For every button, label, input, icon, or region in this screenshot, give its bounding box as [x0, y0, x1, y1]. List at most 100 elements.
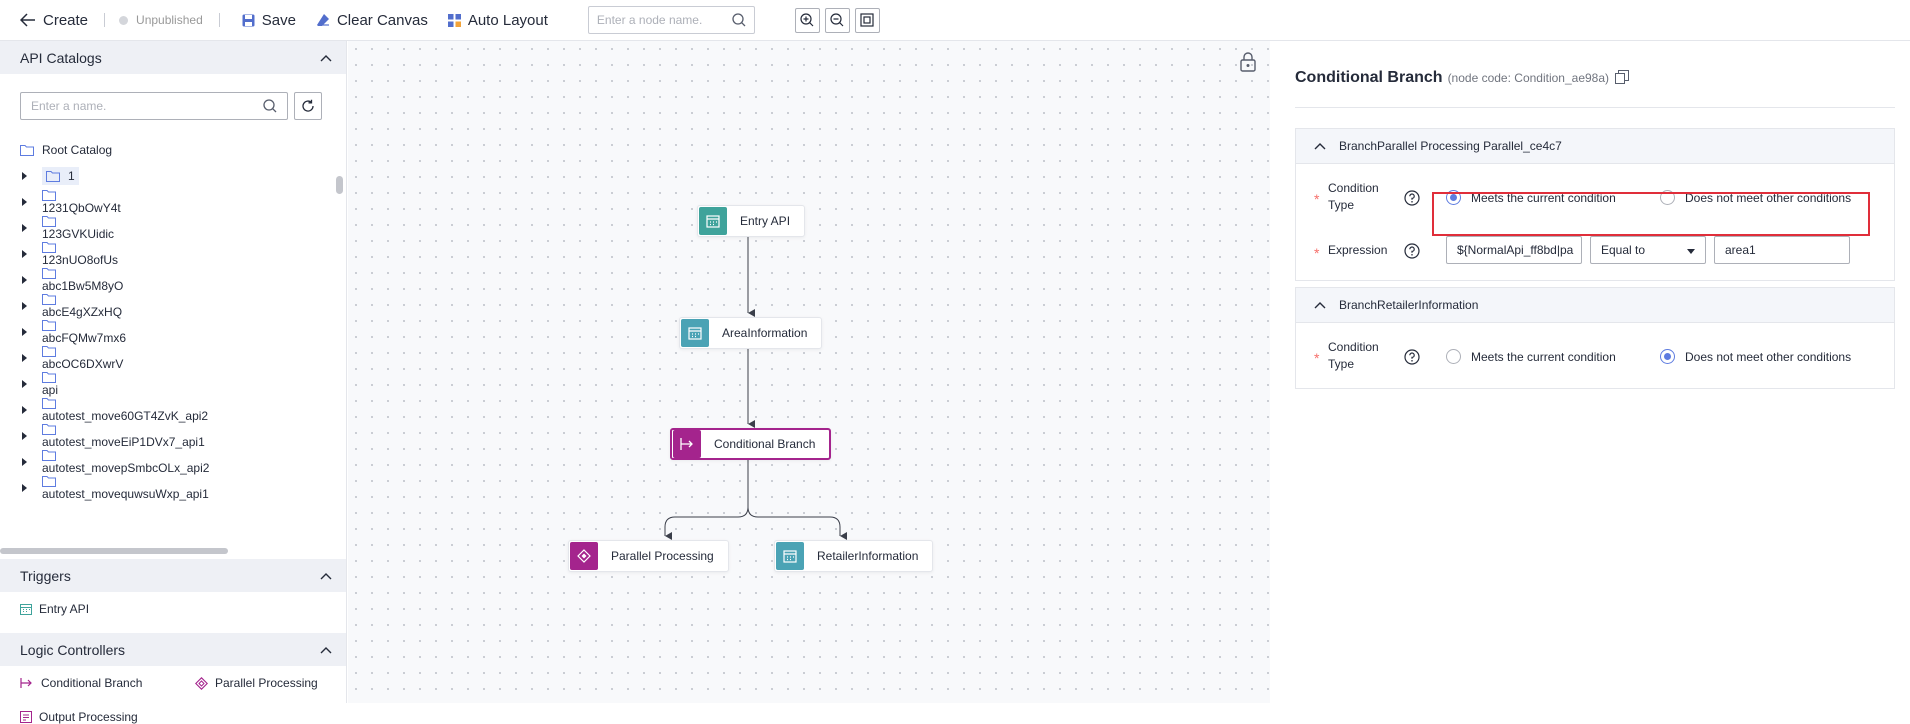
- operator-value: Equal to: [1601, 243, 1646, 257]
- node-retailer-information-label: RetailerInformation: [817, 549, 919, 563]
- caret-right-icon[interactable]: [22, 302, 27, 310]
- logic-controllers-header[interactable]: Logic Controllers: [0, 633, 346, 666]
- chevron-up-icon[interactable]: [320, 646, 332, 654]
- back-create-button[interactable]: Create: [20, 12, 88, 29]
- caret-right-icon[interactable]: [22, 328, 27, 336]
- compare-value: area1: [1725, 243, 1756, 257]
- expression-label: Expression: [1328, 243, 1388, 257]
- branch-parallel-header[interactable]: BranchParallel Processing Parallel_ce4c7: [1296, 129, 1894, 164]
- tree-vertical-scrollbar[interactable]: [336, 176, 343, 194]
- tree-item[interactable]: autotest_movequwsuWxp_api1: [22, 475, 209, 501]
- caret-right-icon[interactable]: [22, 458, 27, 466]
- search-icon[interactable]: [732, 13, 746, 27]
- tree-item[interactable]: abcE4gXZxHQ: [22, 293, 122, 319]
- radio-circle[interactable]: [1446, 349, 1461, 364]
- tree-item[interactable]: 123GVKUidic: [22, 215, 115, 241]
- node-area-information[interactable]: AreaInformation: [679, 317, 823, 349]
- connector-branch-to-retailer: [747, 460, 847, 540]
- compare-value-input[interactable]: area1: [1714, 236, 1850, 264]
- api-calendar-icon: [776, 542, 804, 570]
- toolbar-divider: [104, 13, 106, 27]
- help-icon[interactable]: [1404, 190, 1420, 206]
- caret-right-icon[interactable]: [22, 406, 27, 414]
- tree-item[interactable]: abc1Bw5M8yO: [22, 267, 123, 293]
- node-retailer-information[interactable]: RetailerInformation: [774, 540, 934, 572]
- tree-item[interactable]: autotest_move60GT4ZvK_api2: [22, 397, 209, 423]
- tree-item[interactable]: autotest_moveEiP1DVx7_api1: [22, 423, 205, 449]
- radio-not-meet-condition[interactable]: Does not meet other conditions: [1660, 349, 1851, 364]
- tree-root-label: Root Catalog: [42, 143, 113, 157]
- node-search-input[interactable]: Enter a node name.: [587, 6, 755, 34]
- branch-retailer-header[interactable]: BranchRetailerInformation: [1296, 288, 1894, 323]
- caret-right-icon[interactable]: [22, 432, 27, 440]
- zoom-out-button[interactable]: [824, 7, 850, 33]
- caret-right-icon[interactable]: [22, 380, 27, 388]
- caret-right-icon[interactable]: [22, 354, 27, 362]
- help-icon[interactable]: [1404, 349, 1420, 365]
- api-calendar-icon: [20, 604, 32, 615]
- folder-icon: [46, 170, 60, 182]
- tree-item-label: 1231QbOwY4t: [42, 200, 121, 215]
- tree-root[interactable]: Root Catalog: [20, 140, 112, 160]
- api-catalogs-header[interactable]: API Catalogs: [0, 41, 346, 74]
- lock-icon[interactable]: [1240, 52, 1256, 77]
- search-icon[interactable]: [263, 99, 277, 113]
- caret-right-icon[interactable]: [22, 224, 27, 232]
- expression-highlight-box: [1432, 192, 1870, 236]
- chevron-up-icon[interactable]: [320, 54, 332, 62]
- caret-right-icon[interactable]: [22, 484, 27, 492]
- branch-retailer-section: BranchRetailerInformation * Condition Ty…: [1295, 287, 1895, 389]
- operator-select[interactable]: Equal to: [1590, 236, 1706, 264]
- toolbar-divider: [218, 13, 220, 27]
- tree-item[interactable]: abcFQMw7mx6: [22, 319, 126, 345]
- catalog-search-input[interactable]: Enter a name.: [20, 92, 288, 120]
- tree-item-label: 123nUO8ofUs: [42, 252, 119, 267]
- chevron-up-icon[interactable]: [320, 572, 332, 580]
- tree-item[interactable]: 1231QbOwY4t: [22, 189, 121, 215]
- tree-item[interactable]: 123nUO8ofUs: [22, 241, 119, 267]
- node-entry-api[interactable]: Entry API: [697, 205, 806, 237]
- radio-circle[interactable]: [1660, 349, 1675, 364]
- trigger-entry-api[interactable]: Entry API: [20, 602, 89, 616]
- logic-conditional-branch[interactable]: Conditional Branch: [20, 676, 142, 690]
- chevron-up-icon[interactable]: [1314, 301, 1326, 309]
- auto-layout-button[interactable]: Auto Layout: [447, 12, 548, 29]
- tree-horizontal-scrollbar[interactable]: [0, 548, 228, 554]
- tree-item[interactable]: 1: [22, 166, 79, 186]
- tree-item[interactable]: autotest_movepSmbcOLx_api2: [22, 449, 209, 475]
- logic-parallel-processing[interactable]: Parallel Processing: [195, 676, 318, 690]
- tree-item-label: 123GVKUidic: [42, 226, 115, 241]
- tree-item[interactable]: api: [22, 371, 64, 397]
- node-properties-panel: Conditional Branch (node code: Condition…: [1271, 41, 1910, 703]
- tree-item-label: abcOC6DXwrV: [42, 356, 124, 371]
- chevron-up-icon[interactable]: [1314, 142, 1326, 150]
- node-conditional-branch[interactable]: Conditional Branch: [670, 428, 832, 460]
- flow-canvas[interactable]: Entry API AreaInformation Conditional Br…: [348, 41, 1270, 703]
- caret-right-icon[interactable]: [22, 172, 27, 180]
- node-entry-api-label: Entry API: [740, 214, 791, 228]
- help-icon[interactable]: [1404, 243, 1420, 259]
- expression-input[interactable]: ${NormalApi_ff8bd|pa: [1446, 236, 1582, 264]
- caret-right-icon[interactable]: [22, 250, 27, 258]
- eraser-icon: [316, 14, 329, 26]
- fit-view-button[interactable]: [854, 7, 880, 33]
- tree-item[interactable]: abcOC6DXwrV: [22, 345, 124, 371]
- logic-conditional-branch-label: Conditional Branch: [41, 676, 143, 690]
- trigger-entry-api-label: Entry API: [39, 602, 90, 616]
- folder-icon: [42, 293, 114, 305]
- save-button[interactable]: Save: [242, 12, 296, 29]
- node-parallel-processing[interactable]: Parallel Processing: [568, 540, 729, 572]
- required-mark: *: [1314, 245, 1320, 261]
- clear-canvas-button[interactable]: Clear Canvas: [316, 12, 428, 29]
- logic-output-processing[interactable]: Output Processing: [20, 710, 138, 724]
- triggers-header[interactable]: Triggers: [0, 559, 346, 592]
- radio-meets-condition[interactable]: Meets the current condition: [1446, 349, 1616, 364]
- parallel-diamond-icon: [570, 542, 598, 570]
- refresh-button[interactable]: [294, 92, 322, 120]
- copy-icon[interactable]: [1615, 70, 1630, 84]
- tree-item-label: autotest_move60GT4ZvK_api2: [42, 408, 209, 423]
- caret-right-icon[interactable]: [22, 198, 27, 206]
- zoom-in-button[interactable]: [794, 7, 820, 33]
- caret-right-icon[interactable]: [22, 276, 27, 284]
- radio-not-meet-label: Does not meet other conditions: [1685, 349, 1852, 364]
